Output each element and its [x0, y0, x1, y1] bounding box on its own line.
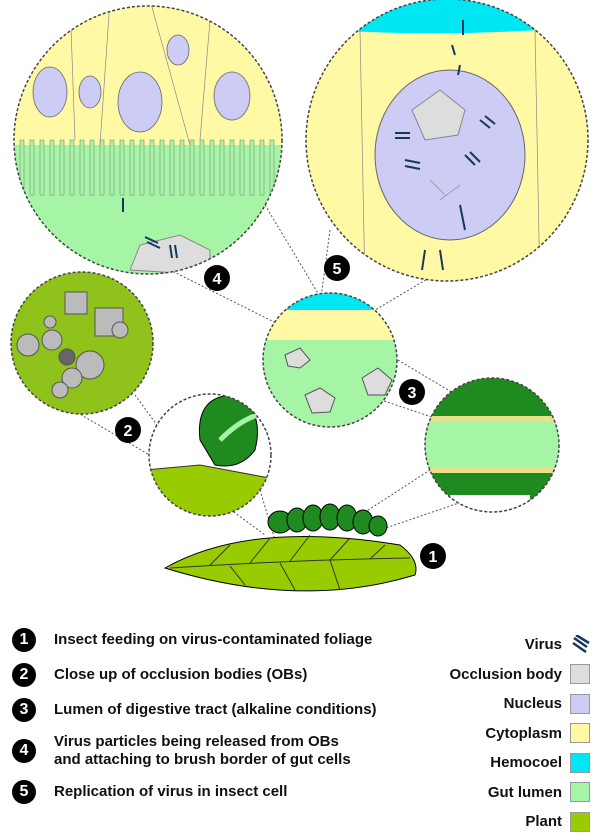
step-number: 4 — [12, 739, 36, 763]
step-number: 5 — [12, 780, 36, 804]
color-swatch — [570, 693, 590, 714]
step-text: Lumen of digestive tract (alkaline condi… — [54, 701, 377, 718]
brush-border-closeup — [14, 6, 282, 274]
mouthparts-closeup — [149, 394, 271, 516]
step-list: 1 Insect feeding on virus-contaminated fo… — [12, 628, 432, 815]
svg-text:5: 5 — [333, 261, 342, 278]
circle-3-outline — [262, 292, 398, 428]
step-text: Close up of occlusion bodies (OBs) — [54, 666, 308, 683]
color-swatch — [570, 723, 590, 744]
virus-lifecycle-diagram: 1 2 3 4 5 — [10, 0, 589, 592]
marker-5: 5 — [324, 255, 350, 281]
marker-4: 4 — [204, 265, 230, 291]
step-text: Insect feeding on virus-contaminated fol… — [54, 631, 373, 648]
marker-3: 3 — [399, 379, 425, 405]
circle-5-outline — [305, 0, 589, 282]
circle-mouth-outline — [148, 393, 272, 517]
marker-1: 1 — [420, 543, 446, 569]
legend-label: Plant — [525, 813, 562, 831]
step-number: 1 — [12, 628, 36, 652]
circle-4-outline — [13, 5, 283, 275]
step-text: Virus particles being released from OBs … — [54, 733, 351, 768]
legend-virus: Virus — [390, 630, 590, 660]
step-number: 3 — [12, 698, 36, 722]
gut-section-closeup — [425, 378, 559, 512]
step-5: 5 Replication of virus in insect cell — [12, 780, 432, 804]
legend-nucleus: Nucleus — [390, 689, 590, 719]
step-text: Replication of virus in insect cell — [54, 783, 288, 800]
step-2: 2 Close up of occlusion bodies (OBs) — [12, 663, 432, 687]
step-4: 4 Virus particles being released from OBs… — [12, 733, 432, 769]
leaf — [163, 534, 417, 592]
color-swatch — [570, 782, 590, 803]
svg-text:2: 2 — [124, 423, 133, 440]
step-3: 3 Lumen of digestive tract (alkaline cond… — [12, 698, 432, 722]
legend-gut-lumen: Gut lumen — [390, 778, 590, 808]
circle-2-outline — [10, 271, 154, 415]
svg-text:1: 1 — [429, 549, 438, 566]
legend-hemocoel: Hemocoel — [390, 748, 590, 778]
svg-text:3: 3 — [408, 385, 417, 402]
circle-gut-outline — [424, 377, 560, 513]
legend-occlusion-body: Occlusion body — [390, 660, 590, 690]
legend-cytoplasm: Cytoplasm — [390, 719, 590, 749]
legend: Virus Occlusion body Nucleus Cytoplasm H… — [390, 630, 590, 837]
color-swatch — [570, 664, 590, 685]
virus-icon — [572, 634, 590, 653]
svg-text:4: 4 — [213, 271, 222, 288]
marker-2: 2 — [115, 417, 141, 443]
legend-label: Nucleus — [503, 695, 562, 713]
color-swatch — [570, 752, 590, 773]
step-number: 2 — [12, 663, 36, 687]
legend-label: Cytoplasm — [485, 724, 562, 742]
step-1: 1 Insect feeding on virus-contaminated fo… — [12, 628, 432, 652]
gut-lumen-closeup — [263, 293, 397, 427]
color-swatch — [570, 811, 590, 832]
legend-label: Hemocoel — [490, 754, 562, 772]
caterpillar — [267, 503, 388, 537]
legend-label: Gut lumen — [487, 783, 562, 801]
cell-replication-closeup — [306, 0, 588, 281]
occlusion-bodies-closeup — [11, 272, 153, 414]
legend-plant: Plant — [390, 807, 590, 837]
legend-label: Virus — [524, 636, 562, 654]
legend-label: Occlusion body — [449, 665, 562, 683]
